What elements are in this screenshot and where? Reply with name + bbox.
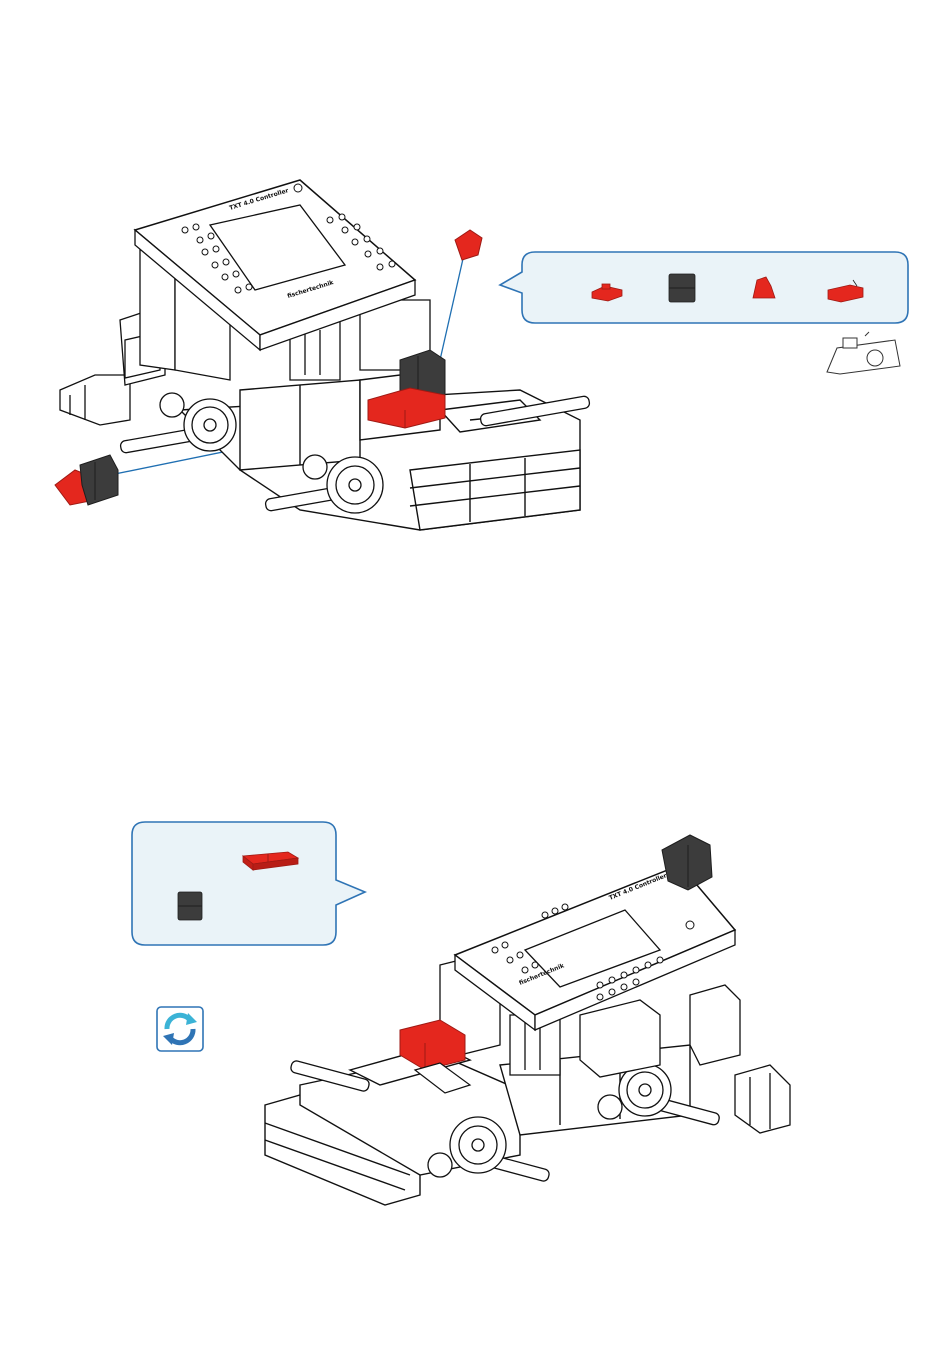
building-block-outline-icon: [825, 330, 905, 380]
rotate-model-icon: [155, 1005, 207, 1055]
parts-callout-2: [128, 820, 373, 950]
red-lever-piece: [455, 230, 482, 260]
black-building-block: [662, 835, 712, 890]
leader-line: [440, 250, 465, 360]
red-angle-block: [55, 455, 118, 505]
callout-part-black-building-block: [669, 274, 695, 302]
chassis-base: [180, 370, 580, 530]
parts-callout-1: [495, 250, 915, 330]
assembly-illustration-1: TXT 4.0 Controller fischertechnik: [0, 170, 950, 560]
callout-part-black-building-block: [178, 892, 202, 920]
assembly-step-2: TXT 4.0 Controller fischertechnik: [0, 815, 950, 1215]
assembly-step-1: TXT 4.0 Controller fischertechnik: [0, 170, 950, 560]
